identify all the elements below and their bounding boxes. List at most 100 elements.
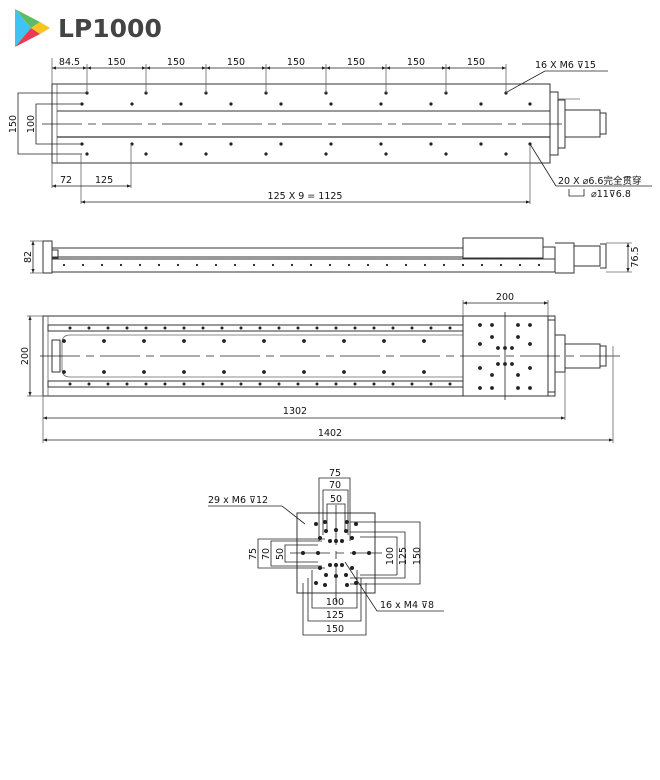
plan-view: 200 200 1302 1402 xyxy=(20,292,620,443)
carriage-hole xyxy=(503,362,507,366)
carriage-hole xyxy=(351,550,356,555)
dim-bottom-100: 100 xyxy=(326,597,344,608)
hole xyxy=(130,102,134,106)
dim-top-70: 70 xyxy=(329,480,341,491)
hole xyxy=(277,326,281,330)
dim-right-125: 125 xyxy=(398,547,409,565)
hole xyxy=(262,370,266,374)
dim-bottom-125: 125 xyxy=(326,610,344,621)
carriage-hole xyxy=(333,527,338,532)
hole xyxy=(391,326,395,330)
dim-1402: 1402 xyxy=(318,428,342,439)
hole xyxy=(87,382,91,386)
carriage-hole xyxy=(490,373,494,377)
dim-left-70: 70 xyxy=(261,548,272,560)
hole xyxy=(163,326,167,330)
carriage-hole xyxy=(528,366,532,370)
carriage-hole xyxy=(315,550,320,555)
dim-1302: 1302 xyxy=(283,406,307,417)
hole xyxy=(404,263,408,267)
hole xyxy=(429,142,433,146)
carriage-hole xyxy=(478,366,482,370)
carriage-hole xyxy=(333,562,338,567)
hole xyxy=(62,339,66,343)
hole xyxy=(229,102,233,106)
hole xyxy=(220,382,224,386)
carriage-hole xyxy=(327,562,332,567)
dim-top-7: 150 xyxy=(467,57,485,68)
carriage-hole xyxy=(516,386,520,390)
carriage-hole xyxy=(349,565,354,570)
product-title: LP1000 xyxy=(58,14,162,43)
hole xyxy=(258,382,262,386)
hole xyxy=(302,339,306,343)
hole xyxy=(62,263,66,267)
hole xyxy=(102,370,106,374)
callout-m6-carriage: 29 x M6 ⊽12 xyxy=(208,495,268,506)
carriage-hole xyxy=(528,386,532,390)
hole xyxy=(106,326,110,330)
hole xyxy=(448,382,452,386)
hole xyxy=(329,102,333,106)
hole xyxy=(62,370,66,374)
carriage-hole xyxy=(510,362,514,366)
hole xyxy=(68,326,72,330)
dim-top-2: 150 xyxy=(167,57,185,68)
carriage-hole xyxy=(339,538,344,543)
hole xyxy=(342,339,346,343)
hole xyxy=(302,370,306,374)
dim-top-75: 75 xyxy=(329,468,341,479)
hole xyxy=(271,263,275,267)
hole xyxy=(239,382,243,386)
hole xyxy=(201,382,205,386)
hole xyxy=(239,326,243,330)
dim-top-4: 150 xyxy=(287,57,305,68)
dim-right-150: 150 xyxy=(412,547,423,565)
hole xyxy=(144,152,148,156)
hole xyxy=(233,263,237,267)
hole xyxy=(384,152,388,156)
carriage-hole xyxy=(333,573,338,578)
hole xyxy=(379,102,383,106)
hole xyxy=(87,326,91,330)
hole xyxy=(102,339,106,343)
hole xyxy=(179,102,183,106)
hole xyxy=(382,370,386,374)
hole xyxy=(138,263,142,267)
hole xyxy=(442,263,446,267)
hole xyxy=(85,152,89,156)
hole xyxy=(229,142,233,146)
carriage-hole xyxy=(327,538,332,543)
hole xyxy=(220,326,224,330)
hole xyxy=(382,339,386,343)
hole xyxy=(334,382,338,386)
carriage-hole xyxy=(478,342,482,346)
hole xyxy=(329,142,333,146)
carriage-hole xyxy=(300,550,305,555)
hole xyxy=(252,263,256,267)
hole xyxy=(182,370,186,374)
dim-top-5: 150 xyxy=(347,57,365,68)
hole xyxy=(163,382,167,386)
hole xyxy=(528,102,532,106)
dim-height-82: 82 xyxy=(23,251,34,263)
hole xyxy=(119,263,123,267)
dim-150-vertical: 150 xyxy=(8,115,19,133)
hole xyxy=(182,382,186,386)
hole xyxy=(429,326,433,330)
hole xyxy=(296,326,300,330)
carriage-hole xyxy=(496,346,500,350)
hole xyxy=(480,263,484,267)
callout-through-hole: 20 X ⌀6.6完全贯穿 xyxy=(558,175,641,187)
hole xyxy=(410,382,414,386)
hole xyxy=(201,326,205,330)
hole xyxy=(379,142,383,146)
hole xyxy=(68,382,72,386)
carriage-hole xyxy=(510,346,514,350)
hole xyxy=(179,142,183,146)
carriage-hole xyxy=(478,386,482,390)
dim-top-6: 150 xyxy=(407,57,425,68)
dim-72: 72 xyxy=(60,175,72,186)
hole xyxy=(334,326,338,330)
